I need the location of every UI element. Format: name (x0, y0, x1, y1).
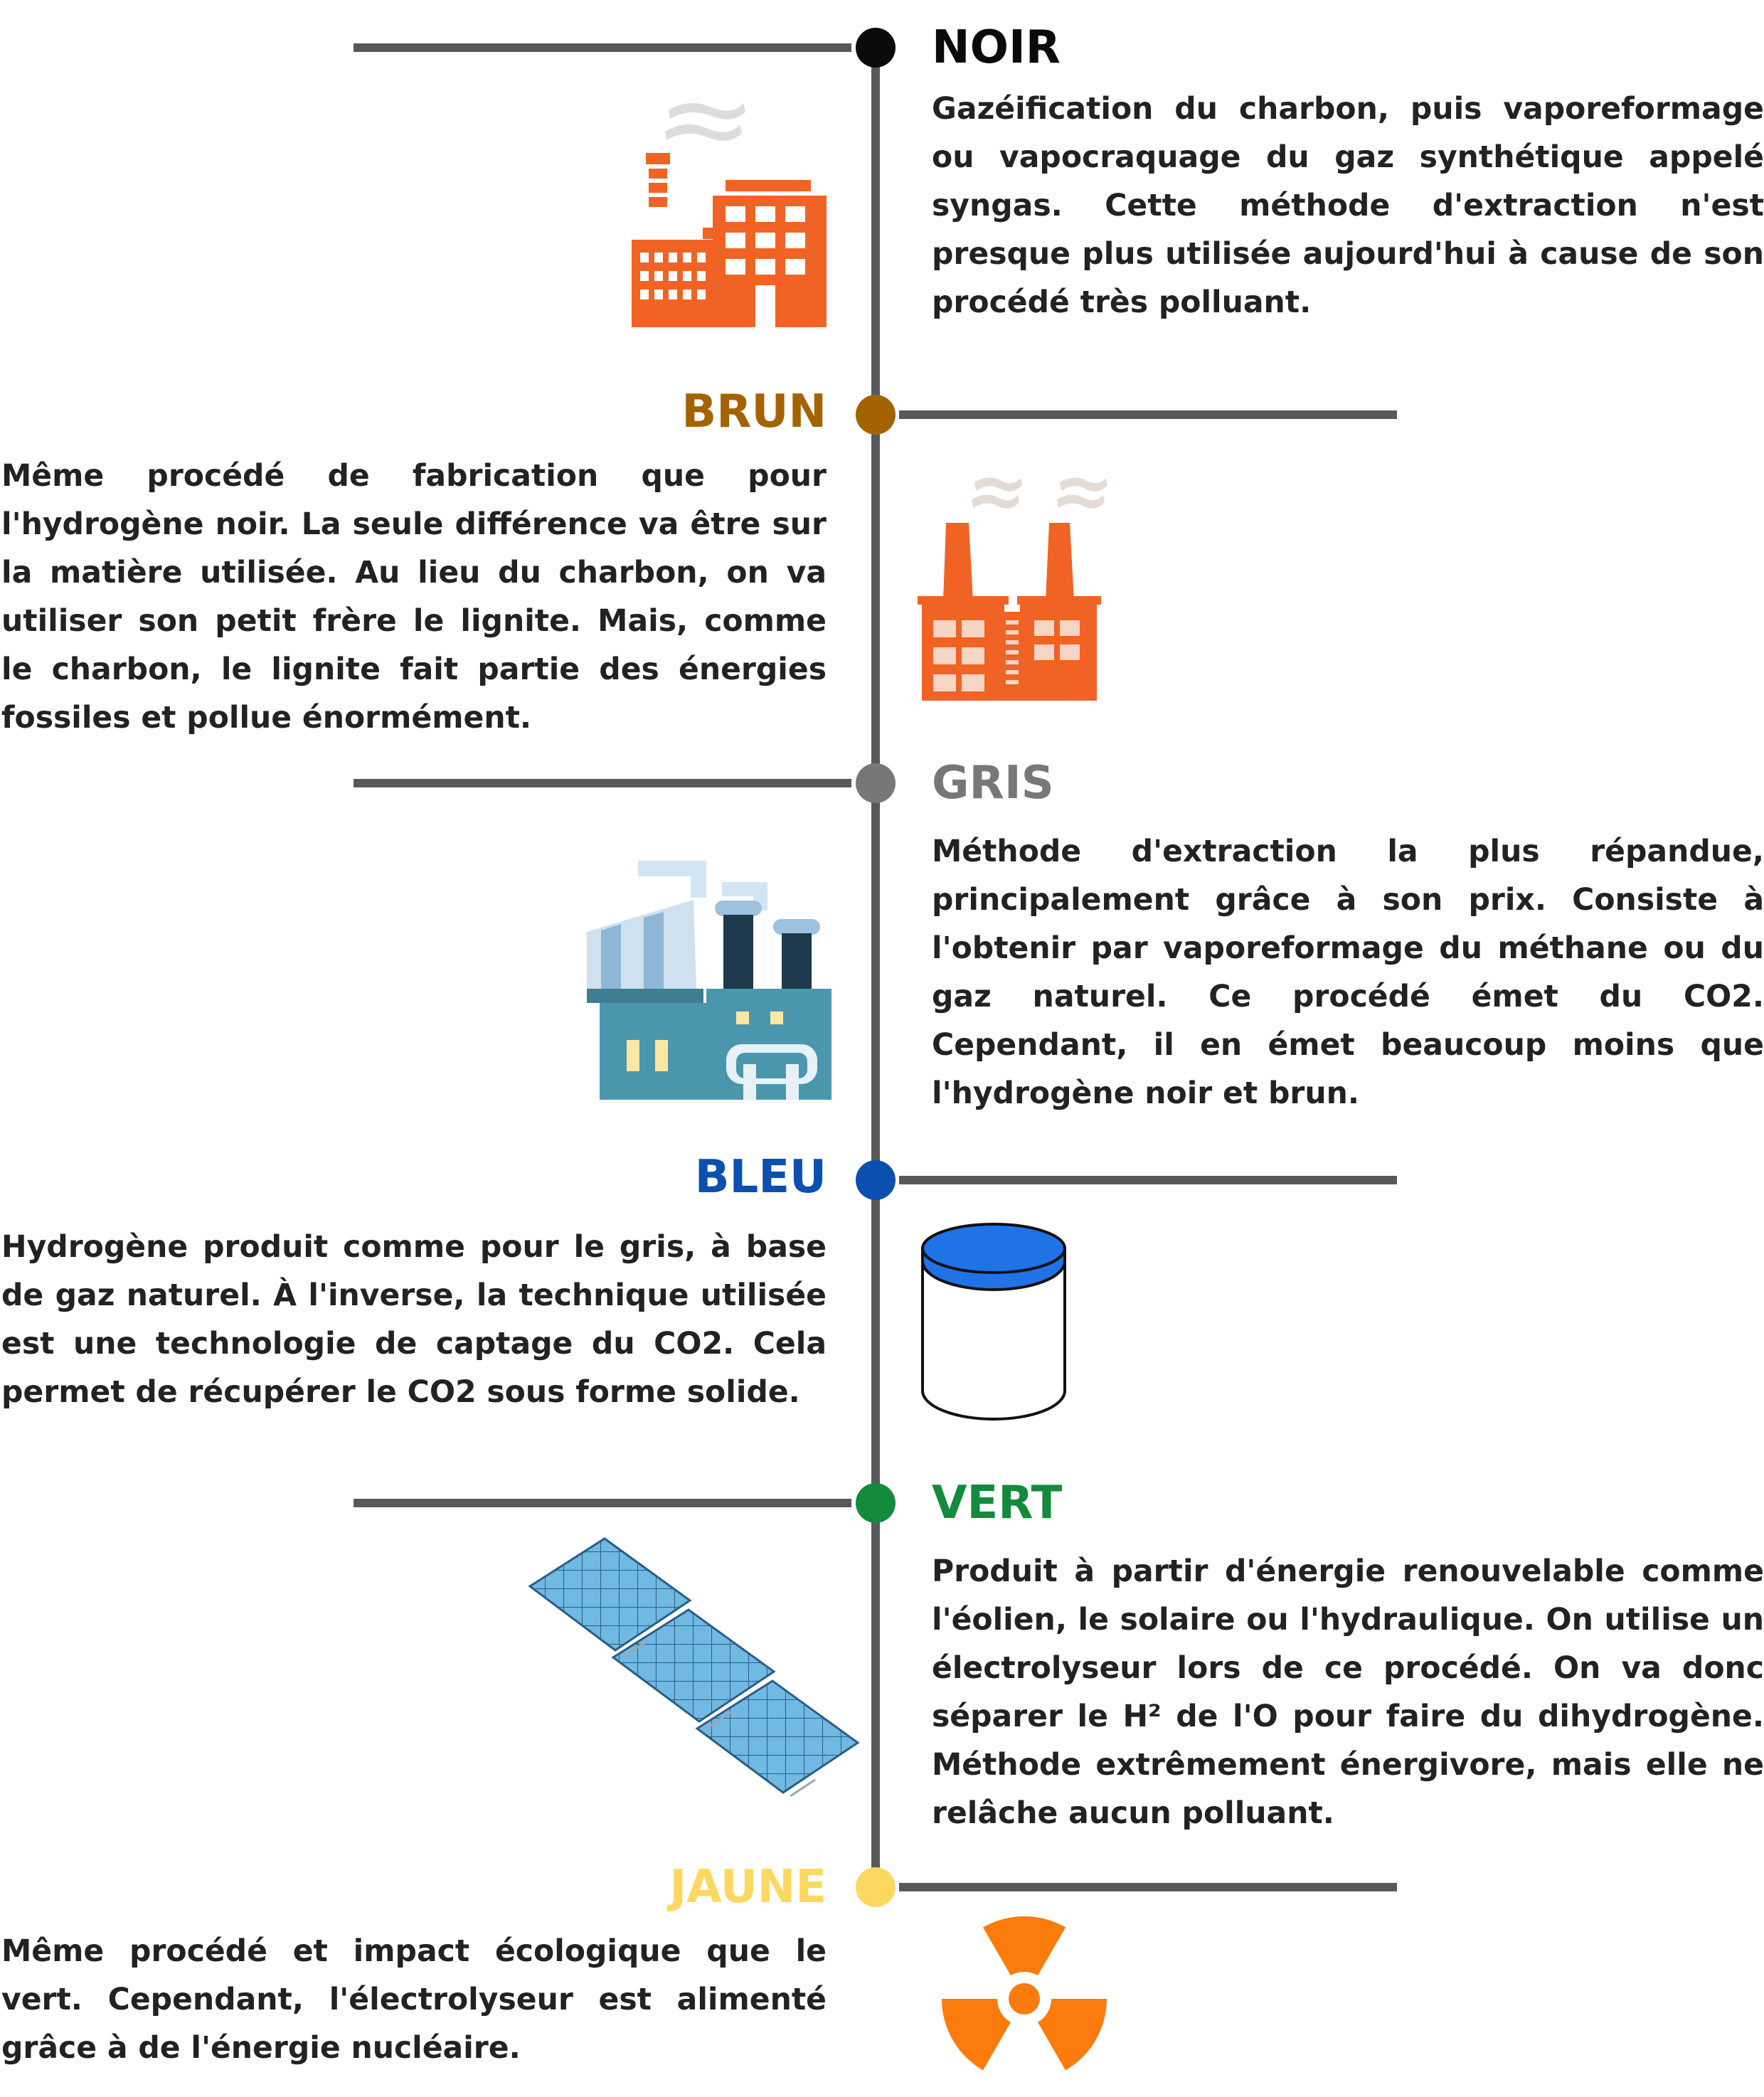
radiation-icon (939, 1913, 1110, 2087)
connector-gris (354, 779, 851, 787)
description-gris: Méthode d'extraction la plus répandue, p… (932, 834, 1764, 1111)
factory-icon (626, 82, 829, 330)
title-gris: GRIS (932, 757, 1054, 809)
title-vert: VERT (932, 1477, 1063, 1529)
factory-twin-chimney-icon (918, 469, 1124, 707)
description-bleu: Hydrogène produit comme pour le gris, à … (1, 1230, 827, 1410)
industrial-plant-icon (587, 861, 836, 1105)
title-brun: BRUN (681, 386, 827, 438)
timeline-dot-vert (856, 1483, 896, 1523)
connector-vert (354, 1499, 851, 1507)
timeline-stem (871, 47, 880, 1898)
timeline-dot-noir (856, 28, 896, 68)
description-vert: Produit à partir d'énergie renouvelable … (932, 1554, 1764, 1831)
storage-tank-icon (919, 1220, 1068, 1426)
title-jaune: JAUNE (669, 1861, 827, 1913)
timeline-dot-brun (856, 395, 896, 435)
solar-panels-icon (526, 1533, 861, 1806)
timeline-dot-gris (856, 763, 896, 803)
timeline-dot-jaune (856, 1867, 896, 1907)
title-noir: NOIR (932, 21, 1061, 74)
description-brun: Même procédé de fabrication que pour l'h… (1, 459, 827, 736)
description-noir: Gazéification du charbon, puis vaporefor… (932, 92, 1764, 320)
description-jaune: Même procédé et impact écologique que le… (1, 1934, 827, 2066)
timeline-dot-bleu (856, 1160, 896, 1200)
connector-bleu (899, 1176, 1397, 1184)
title-bleu: BLEU (694, 1151, 827, 1204)
connector-noir (354, 43, 851, 52)
connector-brun (899, 410, 1397, 419)
connector-jaune (899, 1883, 1397, 1891)
